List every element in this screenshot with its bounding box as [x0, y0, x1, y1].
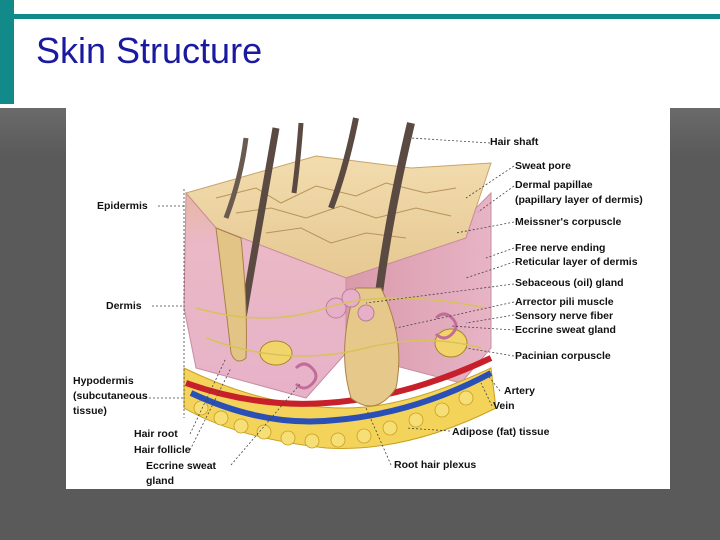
slide-title: Skin Structure [36, 30, 262, 72]
label-meissners-corpuscle: Meissner's corpuscle [515, 216, 621, 229]
top-accent-line [14, 14, 720, 19]
label-arrector-pili: Arrector pili muscle [515, 296, 614, 309]
label-hair-follicle: Hair follicle [134, 444, 191, 457]
label-dermal-papillae-line1: Dermal papillae [515, 179, 593, 192]
label-adipose-tissue: Adipose (fat) tissue [452, 426, 549, 439]
label-dermal-papillae-line2: (papillary layer of dermis) [515, 194, 643, 207]
label-dermis: Dermis [106, 300, 142, 313]
label-pacinian-corpuscle: Pacinian corpuscle [515, 350, 611, 363]
label-epidermis: Epidermis [97, 200, 148, 213]
skin-diagram: Epidermis Dermis Hypodermis (subcutaneou… [66, 108, 670, 489]
label-hypodermis-line1: Hypodermis [73, 375, 134, 388]
label-sebaceous-gland: Sebaceous (oil) gland [515, 277, 624, 290]
label-eccrine-sweat-gland: Eccrine sweat gland [515, 324, 616, 337]
label-hair-shaft: Hair shaft [490, 136, 538, 149]
label-free-nerve-ending: Free nerve ending [515, 242, 605, 255]
label-eccrine-gland-line2: gland [146, 475, 174, 488]
label-root-hair-plexus: Root hair plexus [394, 459, 476, 472]
label-hypodermis-line3: tissue) [73, 405, 107, 418]
label-vein: Vein [493, 400, 515, 413]
label-hypodermis-line2: (subcutaneous [73, 390, 148, 403]
label-eccrine-gland-line1: Eccrine sweat [146, 460, 216, 473]
left-accent-bar [0, 0, 14, 104]
label-sweat-pore: Sweat pore [515, 160, 571, 173]
label-artery: Artery [504, 385, 535, 398]
label-sensory-nerve-fiber: Sensory nerve fiber [515, 310, 613, 323]
label-reticular-layer: Reticular layer of dermis [515, 256, 638, 269]
label-hair-root: Hair root [134, 428, 178, 441]
